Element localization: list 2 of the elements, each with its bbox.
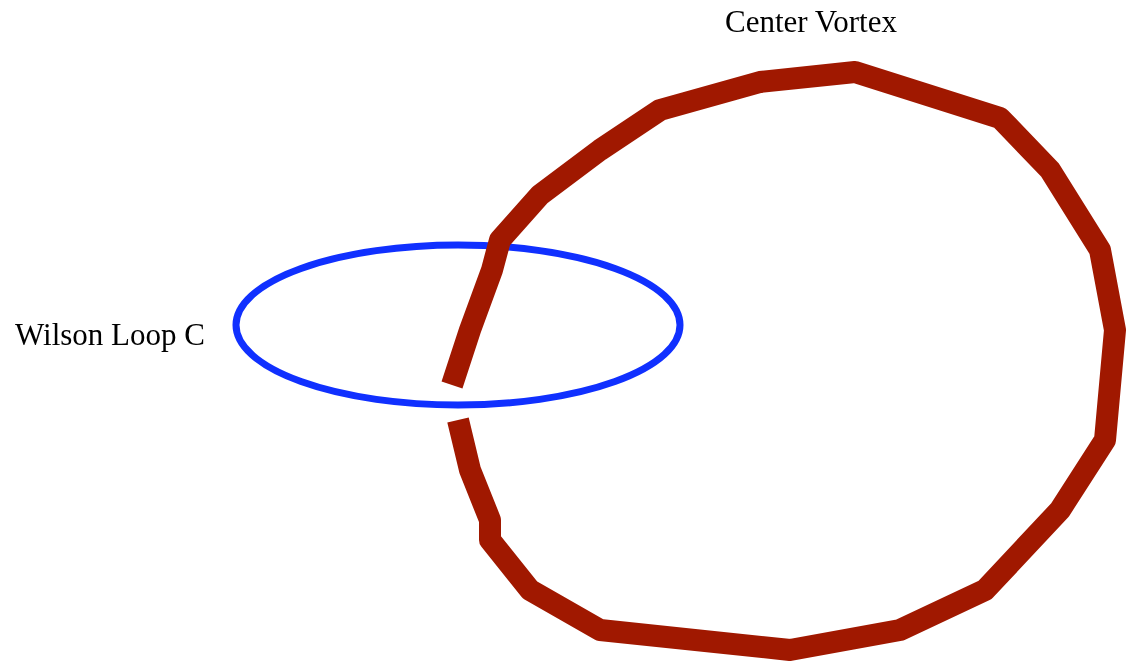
vortex-label: Center Vortex	[725, 6, 897, 37]
loop-label: Wilson Loop C	[15, 319, 205, 350]
